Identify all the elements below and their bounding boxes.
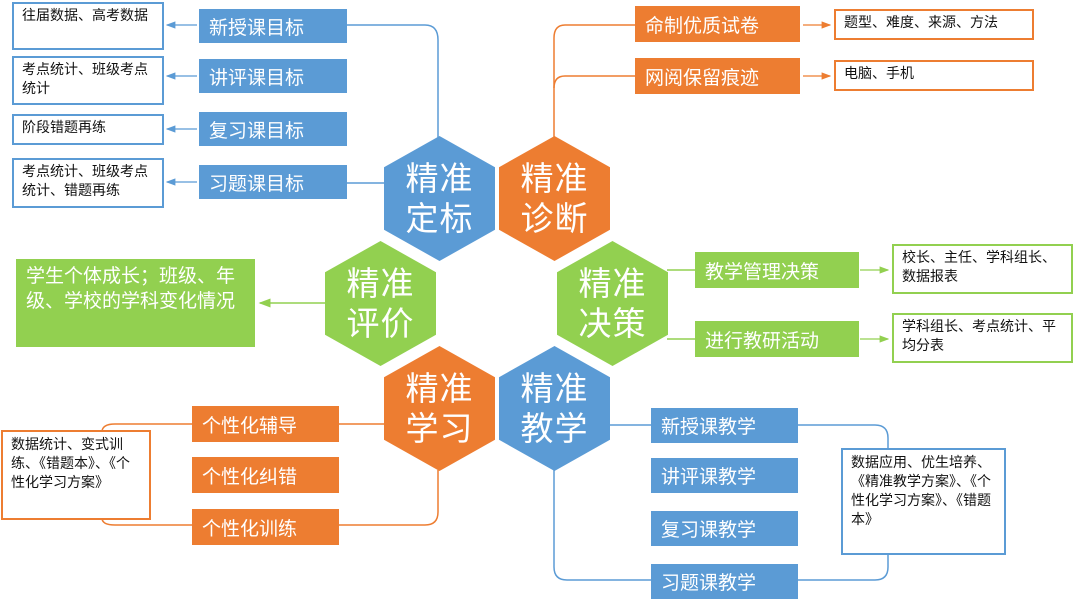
dingbiao-item[interactable]: 讲评课目标 xyxy=(199,59,347,93)
xuexi-item[interactable]: 个性化辅导 xyxy=(192,406,339,442)
dingbiao-item[interactable]: 复习课目标 xyxy=(199,112,347,146)
jiaoxue-item[interactable]: 讲评课教学 xyxy=(651,458,798,493)
hex-jingzhun-pingjia[interactable]: 精准评价 xyxy=(325,241,436,366)
dingbiao-item[interactable]: 习题课目标 xyxy=(199,165,347,199)
jiaoxue-note: 数据应用、优生培养、《精准教学方案》、《个性化学习方案》、《错题本》 xyxy=(841,448,1006,555)
pingjia-note: 学生个体成长；班级、年级、学校的学科变化情况 xyxy=(16,259,255,347)
juece-note: 校长、主任、学科组长、数据报表 xyxy=(892,244,1073,294)
zhenduan-item[interactable]: 命制优质试卷 xyxy=(635,6,800,42)
hex-jingzhun-zhenduan[interactable]: 精准诊断 xyxy=(499,136,610,261)
dingbiao-note: 考点统计、班级考点统计 xyxy=(12,56,164,105)
dingbiao-note: 阶段错题再练 xyxy=(12,114,164,145)
hex-label: 精准评价 xyxy=(346,263,415,343)
dingbiao-note: 往届数据、高考数据 xyxy=(12,2,164,50)
dingbiao-item[interactable]: 新授课目标 xyxy=(199,9,347,43)
hex-label: 精准学习 xyxy=(405,368,474,448)
hex-label: 精准诊断 xyxy=(520,158,589,238)
zhenduan-note: 题型、难度、来源、方法 xyxy=(834,9,1034,40)
zhenduan-note: 电脑、手机 xyxy=(834,60,1034,91)
hex-label: 精准教学 xyxy=(520,368,589,448)
hex-jingzhun-jiaoxue[interactable]: 精准教学 xyxy=(499,346,610,471)
juece-note: 学科组长、考点统计、平均分表 xyxy=(892,313,1073,363)
juece-item[interactable]: 教学管理决策 xyxy=(695,252,859,288)
juece-item[interactable]: 进行教研活动 xyxy=(695,321,859,357)
dingbiao-note: 考点统计、班级考点统计、错题再练 xyxy=(12,158,164,208)
jiaoxue-item[interactable]: 新授课教学 xyxy=(651,408,798,443)
hex-label: 精准定标 xyxy=(405,158,474,238)
xuexi-item[interactable]: 个性化纠错 xyxy=(192,457,339,493)
jiaoxue-item[interactable]: 习题课教学 xyxy=(651,564,798,599)
hex-label: 精准决策 xyxy=(578,263,647,343)
xuexi-note: 数据统计、变式训练、《错题本》、《个性化学习方案》 xyxy=(1,430,151,520)
jiaoxue-item[interactable]: 复习课教学 xyxy=(651,511,798,546)
hex-jingzhun-xuexi[interactable]: 精准学习 xyxy=(384,346,495,471)
xuexi-item[interactable]: 个性化训练 xyxy=(192,509,339,545)
hex-jingzhun-juece[interactable]: 精准决策 xyxy=(557,241,668,366)
hex-jingzhun-dingbiao[interactable]: 精准定标 xyxy=(384,136,495,261)
zhenduan-item[interactable]: 网阅保留痕迹 xyxy=(635,58,800,94)
